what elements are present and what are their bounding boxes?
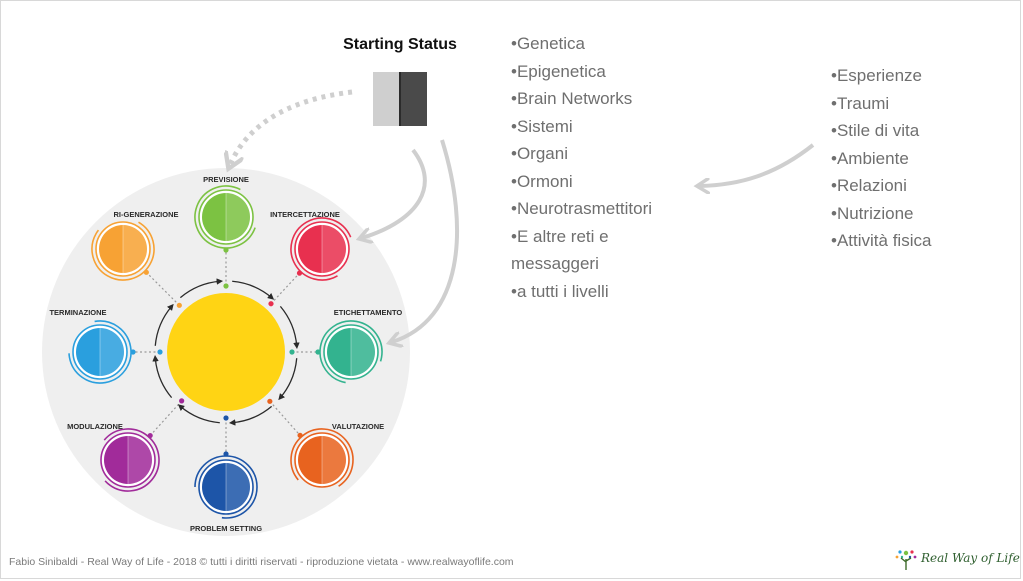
cycle-arrow xyxy=(228,405,273,426)
node-outer-ring xyxy=(290,428,354,492)
starting-status-title: Starting Status xyxy=(343,36,457,53)
node-label: PREVISIONE xyxy=(203,175,249,184)
node-highlight xyxy=(226,463,250,511)
cycle-node-intercettazione: INTERCETTAZIONE xyxy=(270,210,354,281)
curved-arrow-to-intercettazione xyxy=(362,148,427,238)
factor-left-item: •Genetica xyxy=(511,34,585,53)
factor-left-item: •Brain Networks xyxy=(511,89,633,108)
cycle-node-previsione: PREVISIONE xyxy=(194,175,258,249)
node-label: PROBLEM SETTING xyxy=(190,524,262,533)
curved-arrow-from-right-list xyxy=(700,143,815,186)
node-highlight xyxy=(100,328,124,376)
connector-dot-inner xyxy=(267,398,273,404)
cycle-arrow xyxy=(232,280,275,300)
status-bar-divider xyxy=(399,72,401,126)
cycle-node-terminazione: TERMINAZIONE xyxy=(49,308,132,384)
factor-left-item: •Organi xyxy=(511,144,568,163)
connector-dot-inner xyxy=(223,415,229,421)
node-fill xyxy=(327,328,375,376)
connector-dash xyxy=(145,271,180,306)
starting-status-bars xyxy=(373,72,427,126)
factor-right-item: •Esperienze xyxy=(831,66,923,85)
node-fill xyxy=(202,463,250,511)
node-label: VALUTAZIONE xyxy=(332,422,384,431)
factor-left-item: •Sistemi xyxy=(511,116,573,136)
node-label: ETICHETTAMENTO xyxy=(334,308,403,317)
factor-right-item: •Attività fisica xyxy=(831,231,932,250)
node-fill xyxy=(298,436,346,484)
cycle-arrow xyxy=(179,278,224,299)
node-outer-ring xyxy=(194,455,258,519)
connector-dash xyxy=(269,400,301,436)
cycle-node-ri-generazione: RI-GENERAZIONE xyxy=(91,210,179,281)
logo-text: Real Way of Life xyxy=(921,551,1020,565)
node-fill xyxy=(76,328,124,376)
node-highlight xyxy=(322,436,346,484)
cycle-arrow xyxy=(278,358,298,401)
node-outer-ring xyxy=(68,320,132,384)
node-outer-ring xyxy=(194,185,258,249)
connector-dot-inner xyxy=(179,398,185,404)
node-label: INTERCETTAZIONE xyxy=(270,210,340,219)
node-highlight xyxy=(322,225,346,273)
connector-dot-inner xyxy=(268,301,274,307)
node-label: RI-GENERAZIONE xyxy=(113,210,178,219)
cycle-arrow xyxy=(279,305,300,350)
cycle-arrow xyxy=(154,303,174,346)
center-circle xyxy=(167,293,285,411)
node-outer-ring xyxy=(91,217,155,281)
node-highlight xyxy=(351,328,375,376)
curved-arrow-to-etichettamento xyxy=(392,139,460,342)
node-fill xyxy=(99,225,147,273)
node-label: TERMINAZIONE xyxy=(49,308,106,317)
factors-list-right: •Esperienze •Traumi •Stile di vita •Ambient… xyxy=(831,62,931,255)
node-outer-ring xyxy=(319,320,383,384)
node-outer-ring xyxy=(96,428,160,492)
cycle-node-modulazione: MODULAZIONE xyxy=(67,422,160,492)
connector-dot-inner xyxy=(157,349,163,355)
node-fill xyxy=(202,193,250,241)
status-bar-light xyxy=(373,72,399,126)
node-highlight xyxy=(226,193,250,241)
connector-dot-inner xyxy=(176,302,182,308)
factor-right-item: •Traumi xyxy=(831,93,890,113)
factor-right-item: •Relazioni xyxy=(831,176,907,195)
node-highlight xyxy=(123,225,147,273)
factor-right-item: •Nutrizione xyxy=(831,203,914,223)
factor-left-item: •Ormoni xyxy=(511,171,573,191)
node-label: MODULAZIONE xyxy=(67,422,123,431)
cycle-arrow xyxy=(177,404,220,424)
node-outer-ring xyxy=(290,217,354,281)
footer-copyright: Fabio Sinibaldi - Real Way of Life - 201… xyxy=(9,556,514,568)
cycle-arrow xyxy=(152,354,173,399)
connector-dot-inner xyxy=(289,349,295,355)
cycle-node-etichettamento: ETICHETTAMENTO xyxy=(319,308,403,384)
factor-left-item: •Epigenetica xyxy=(511,61,606,81)
connector-dot-inner xyxy=(223,283,229,289)
status-bar-dark xyxy=(401,72,427,126)
connector-dash xyxy=(149,400,183,436)
cycle-node-valutazione: VALUTAZIONE xyxy=(290,422,384,492)
cycle-node-problem-setting: PROBLEM SETTING xyxy=(190,455,262,533)
factor-left-item: messaggeri xyxy=(511,254,599,273)
node-highlight xyxy=(128,436,152,484)
factor-left-item: •Neurotrasmettitori xyxy=(511,199,653,218)
factor-right-item: •Stile di vita xyxy=(831,121,920,140)
tree-logo-icon xyxy=(895,550,917,570)
factors-list-left: •Genetica •Epigenetica •Brain Networks •Sis… xyxy=(511,30,652,305)
brand-logo: Real Way of Life xyxy=(893,547,1020,571)
factor-right-item: •Ambiente xyxy=(831,148,909,168)
factor-left-item: •a tutti i livelli xyxy=(511,281,609,301)
factor-left-item: •E altre reti e xyxy=(511,226,609,246)
node-fill xyxy=(298,225,346,273)
node-fill xyxy=(104,436,152,484)
dotted-arrow xyxy=(230,89,353,165)
